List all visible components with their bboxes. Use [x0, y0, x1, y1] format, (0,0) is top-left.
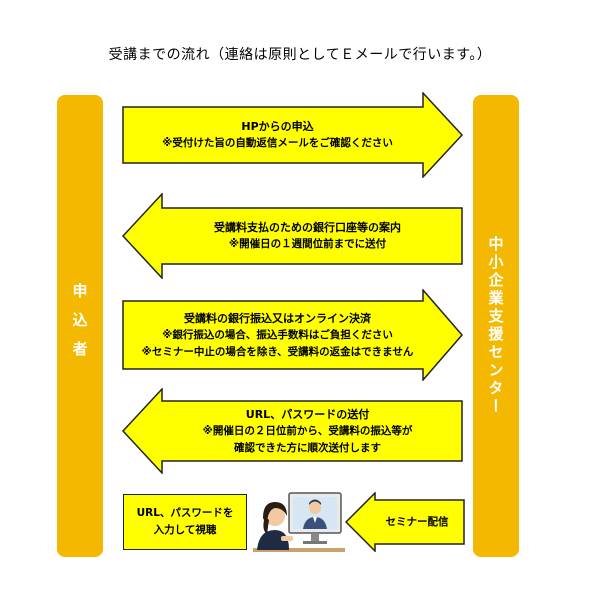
center-bar: 中小企業支援センター — [473, 95, 519, 557]
applicant-label: 申込者 — [70, 283, 91, 370]
viewing-step-box: URL、パスワードを 入力して視聴 — [123, 494, 247, 550]
flow-arrow-bank-info: 受講料支払のための銀行口座等の案内 ※開催日の１週間位前までに送付 — [122, 193, 463, 279]
arrow-2-note: ※開催日の１週間位前までに送付 — [229, 236, 386, 253]
flow-arrow-seminar-delivery: セミナー配信 — [345, 492, 465, 552]
arrow-4-note-1: ※開催日の２日位前から、受講料の振込等が — [203, 423, 413, 440]
flow-arrow-payment: 受講料の銀行振込又はオンライン決済 ※銀行振込の場合、振込手数料はご負担ください… — [122, 289, 463, 381]
arrow-1-title: HPからの申込 — [241, 118, 313, 135]
seminar-delivery-label: セミナー配信 — [386, 514, 449, 531]
center-label: 中小企業支援センター — [486, 236, 507, 416]
viewing-step-line-1: URL、パスワードを — [137, 505, 234, 522]
arrow-4-title: URL、パスワードの送付 — [246, 406, 369, 423]
arrow-2-title: 受講料支払のための銀行口座等の案内 — [214, 219, 401, 236]
page-title: 受講までの流れ（連絡は原則としてＥメールで行います。） — [0, 44, 600, 64]
arrow-3-note-1: ※銀行振込の場合、振込手数料はご負担ください — [162, 327, 393, 344]
applicant-bar: 申込者 — [57, 95, 103, 557]
arrow-3-note-2: ※セミナー中止の場合を除き、受講料の返金はできません — [142, 344, 414, 361]
flow-arrow-url-password: URL、パスワードの送付 ※開催日の２日位前から、受講料の振込等が 確認できた方… — [122, 388, 463, 474]
viewing-step-line-2: 入力して視聴 — [154, 522, 217, 539]
arrow-3-title: 受講料の銀行振込又はオンライン決済 — [184, 310, 371, 327]
arrow-4-note-2: 確認できた方に順次送付します — [234, 440, 381, 457]
arrow-1-note: ※受付けた旨の自動返信メールをご確認ください — [162, 135, 393, 152]
online-seminar-viewer-icon — [253, 490, 345, 558]
flow-arrow-application: HPからの申込 ※受付けた旨の自動返信メールをご確認ください — [122, 92, 463, 178]
